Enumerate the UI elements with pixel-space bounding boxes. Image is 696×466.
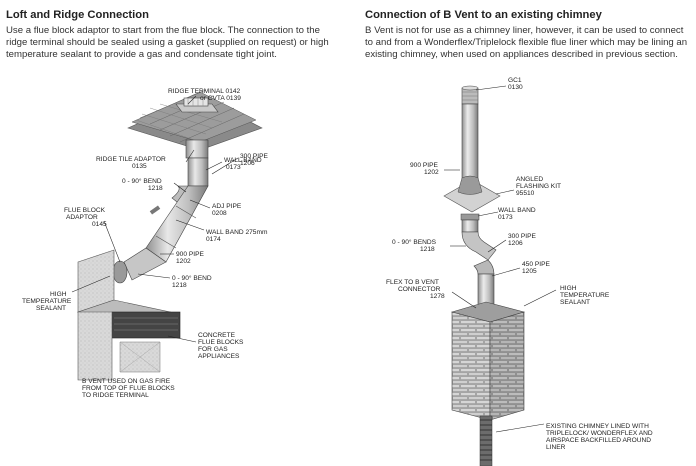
- flue-pipe-run: [112, 157, 209, 284]
- chimney-stack: [450, 301, 526, 421]
- b-vent-chimney-description: B Vent is not for use as a chimney liner…: [365, 25, 688, 61]
- b-vent-offset-run: [461, 219, 497, 309]
- b-vent-chimney-section: Connection of B Vent to an existing chim…: [348, 0, 696, 466]
- angled-flashing: [443, 175, 501, 213]
- ridge-terminal: [175, 97, 219, 113]
- gc1-cap: [461, 85, 479, 105]
- ridge-tile-adaptor: [185, 139, 209, 159]
- wall-band: [460, 213, 480, 221]
- flue-block-wall: [76, 249, 181, 381]
- loft-ridge-title: Loft and Ridge Connection: [6, 9, 149, 21]
- loft-ridge-section: Loft and Ridge Connection Use a flue blo…: [6, 9, 329, 399]
- flexible-liner: [479, 415, 493, 466]
- b-vent-chimney-title: Connection of B Vent to an existing chim…: [365, 9, 602, 21]
- loft-ridge-description: Use a flue block adaptor to start from t…: [6, 25, 329, 61]
- roof-tiles: [127, 89, 263, 151]
- b-vent-900-pipe: [461, 103, 479, 185]
